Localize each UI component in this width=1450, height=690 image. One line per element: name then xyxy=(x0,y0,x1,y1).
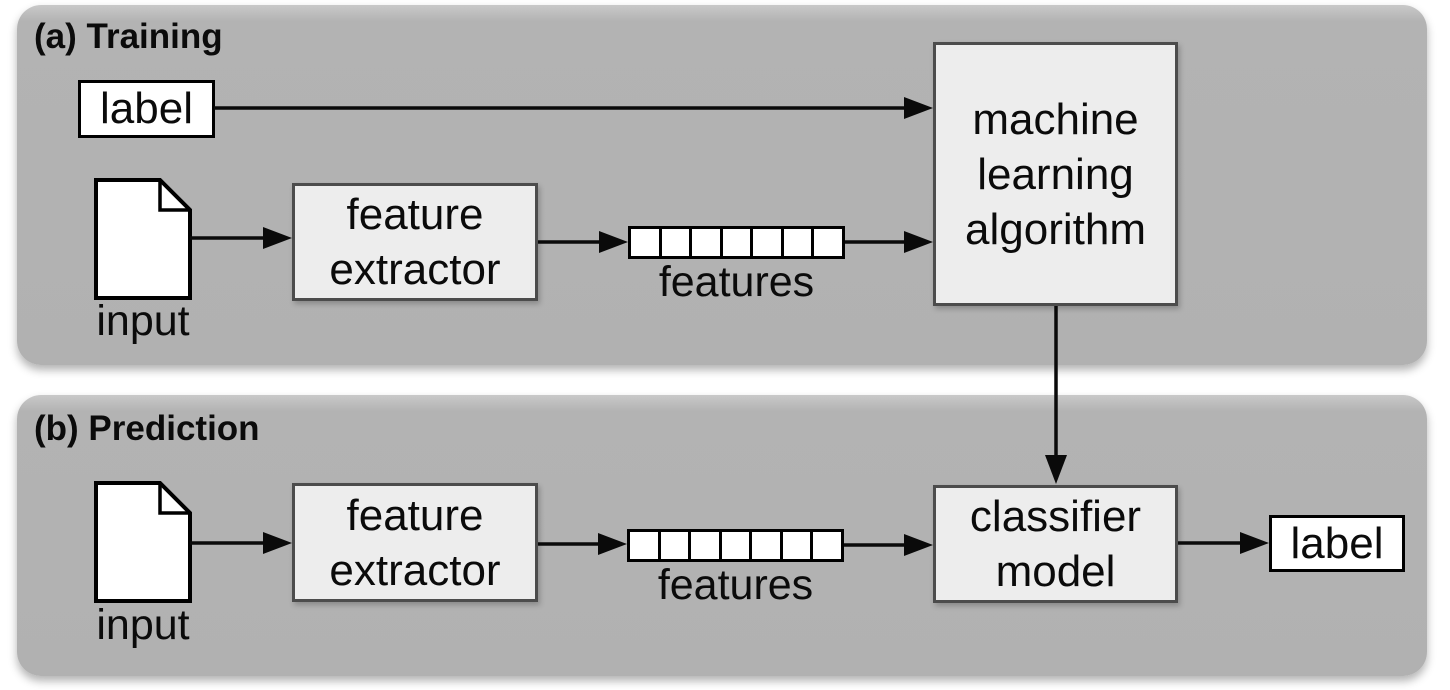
training-features-strip xyxy=(628,226,846,259)
classifier-model-text: classifier model xyxy=(969,492,1142,596)
prediction-features-strip xyxy=(627,529,845,562)
training-input-caption: input xyxy=(96,297,190,345)
feature-cell xyxy=(749,529,783,562)
prediction-label-box: label xyxy=(1269,515,1405,572)
feature-cell xyxy=(689,226,723,259)
prediction-feature-extractor-box: feature extractor xyxy=(292,483,538,602)
feature-cell xyxy=(688,529,722,562)
feature-cell xyxy=(719,226,754,259)
input-document-icon xyxy=(94,178,192,300)
training-label-text: label xyxy=(100,84,193,133)
feature-cell xyxy=(780,226,815,259)
prediction-label-text: label xyxy=(1290,518,1384,568)
machine-learning-algorithm-text: machine learning algorithm xyxy=(965,94,1146,254)
feature-cell xyxy=(628,226,662,259)
training-heading: (a) Training xyxy=(34,17,223,56)
classifier-model-box: classifier model xyxy=(933,485,1178,603)
training-feature-extractor-box: feature extractor xyxy=(292,183,538,301)
training-feature-extractor-text: feature extractor xyxy=(329,190,501,294)
feature-cell xyxy=(779,529,814,562)
feature-cell xyxy=(811,226,846,259)
feature-cell xyxy=(627,529,661,562)
machine-learning-algorithm-box: machine learning algorithm xyxy=(933,42,1178,306)
feature-cell xyxy=(750,226,784,259)
training-panel xyxy=(17,5,1427,365)
input-document-icon xyxy=(94,481,192,603)
training-features-caption: features xyxy=(658,258,815,306)
training-label-box: label xyxy=(78,80,215,138)
feature-cell xyxy=(658,226,693,259)
feature-cell xyxy=(657,529,692,562)
feature-cell xyxy=(718,529,753,562)
prediction-feature-extractor-text: feature extractor xyxy=(329,490,501,595)
prediction-heading: (b) Prediction xyxy=(34,409,260,448)
feature-cell xyxy=(810,529,845,562)
prediction-input-caption: input xyxy=(96,601,190,649)
prediction-features-caption: features xyxy=(657,561,814,609)
